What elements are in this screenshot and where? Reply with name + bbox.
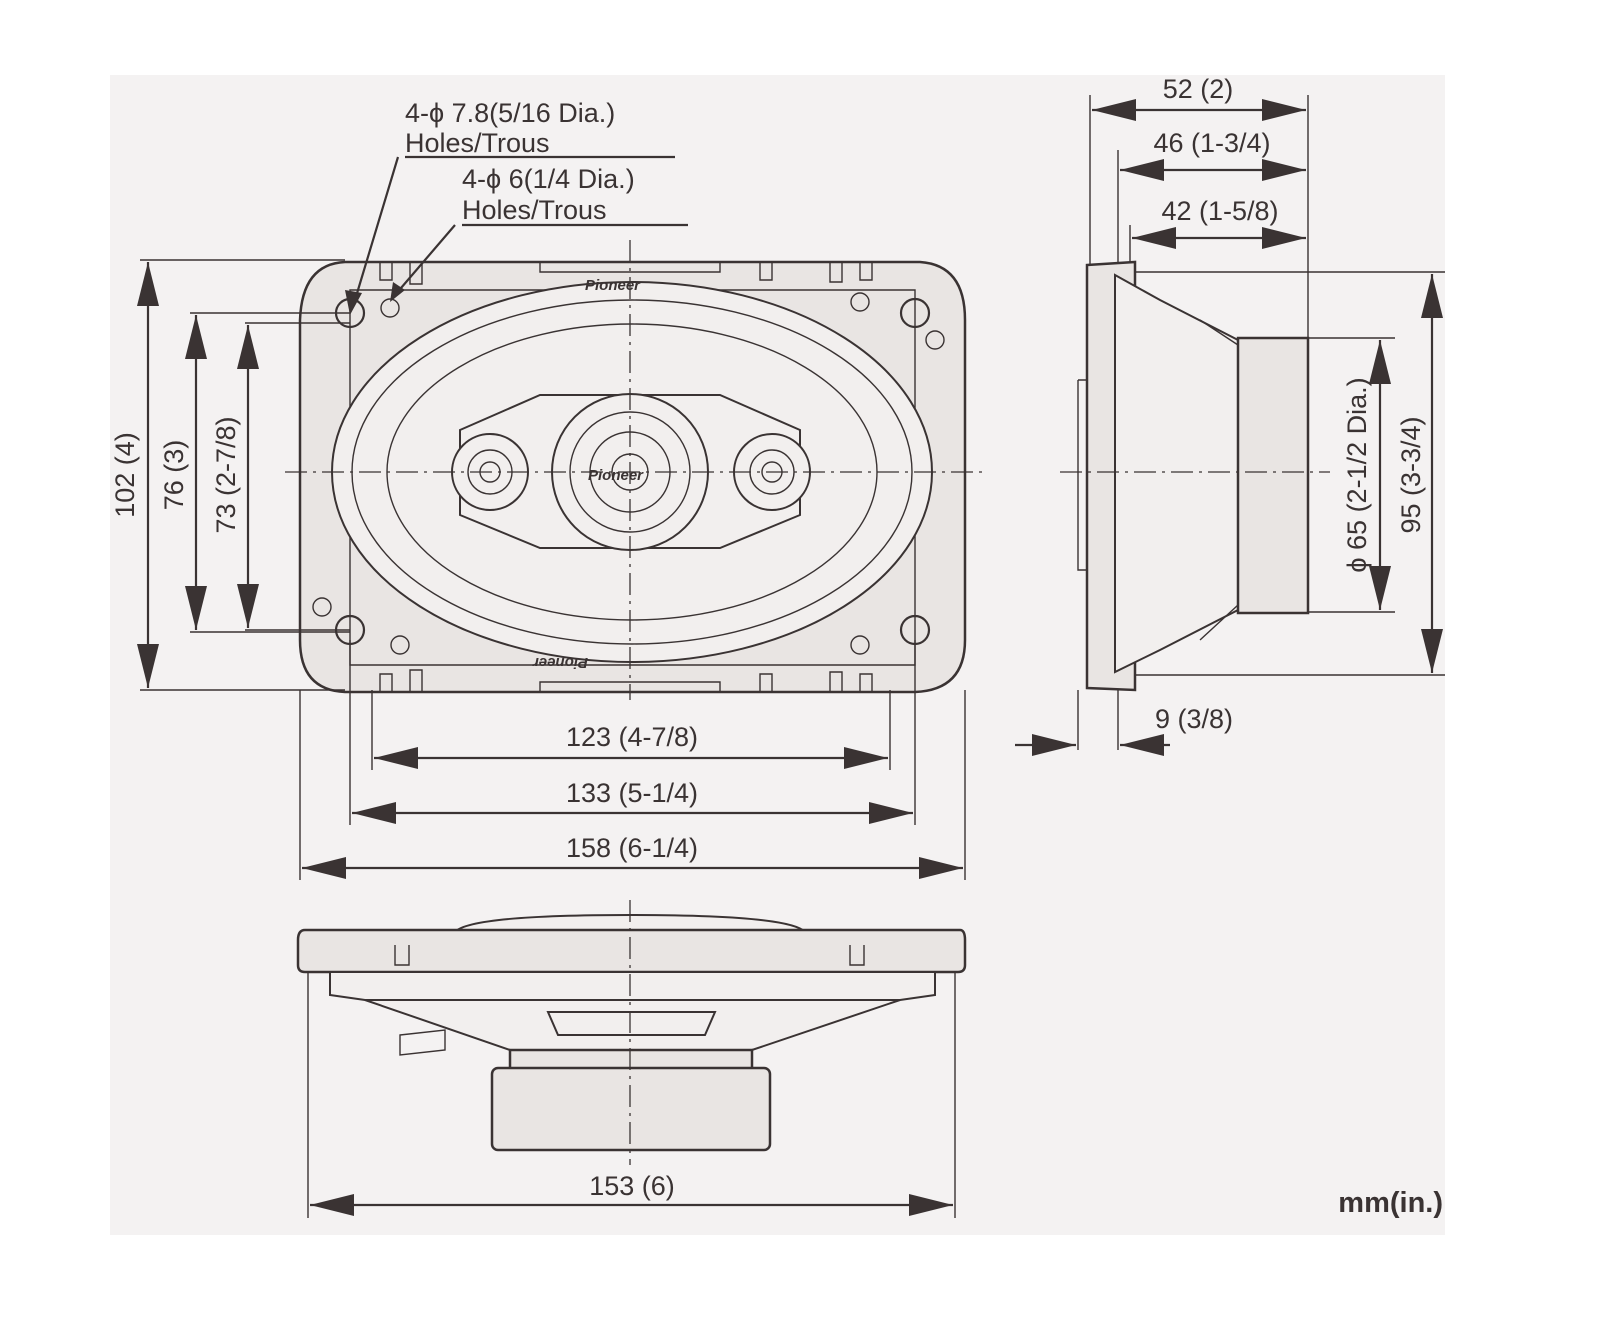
- dim-height-overall: 102 (4): [110, 432, 140, 518]
- brand-logo-top: Pioneer: [585, 277, 641, 294]
- dim-flange: 9 (3/8): [1155, 704, 1233, 734]
- dim-depth-overall: 52 (2): [1163, 74, 1234, 104]
- dim-width-holes: 133 (5-1/4): [566, 778, 698, 808]
- label-large-hole-spec: 4-ϕ 7.8(5/16 Dia.): [405, 98, 615, 128]
- front-dimensions: 102 (4) 76 (3) 73 (2-7/8) 123 (4-7/8) 13…: [110, 98, 966, 880]
- dim-magnet-diameter: ϕ 65 (2-1/2 Dia.): [1342, 377, 1372, 572]
- front-view: Pioneer Pioneer Pioneer: [285, 240, 985, 700]
- label-small-hole-spec: 4-ϕ 6(1/4 Dia.): [462, 164, 635, 194]
- dim-side-height: 95 (3-3/4): [1396, 416, 1426, 533]
- label-large-hole: Holes/Trous: [405, 128, 550, 158]
- bottom-dimensions: 153 (6): [307, 972, 956, 1218]
- side-dimensions: 52 (2) 46 (1-3/4) 42 (1-5/8) ϕ 65 (2-1/2…: [1015, 74, 1445, 756]
- unit-label: mm(in.): [1338, 1187, 1443, 1219]
- dim-height-holes-inner: 73 (2-7/8): [211, 416, 241, 533]
- dim-bottom-width: 153 (6): [589, 1171, 675, 1201]
- side-view: [1060, 260, 1330, 692]
- dim-depth-mount: 42 (1-5/8): [1161, 196, 1278, 226]
- brand-logo-center: Pioneer: [588, 467, 644, 484]
- bottom-view: [296, 900, 967, 1165]
- dim-width-overall: 158 (6-1/4): [566, 833, 698, 863]
- label-small-hole: Holes/Trous: [462, 195, 607, 225]
- dim-depth-mid: 46 (1-3/4): [1153, 128, 1270, 158]
- brand-logo-bottom: Pioneer: [532, 654, 588, 671]
- dim-height-holes: 76 (3): [159, 440, 189, 511]
- dim-width-inner: 123 (4-7/8): [566, 722, 698, 752]
